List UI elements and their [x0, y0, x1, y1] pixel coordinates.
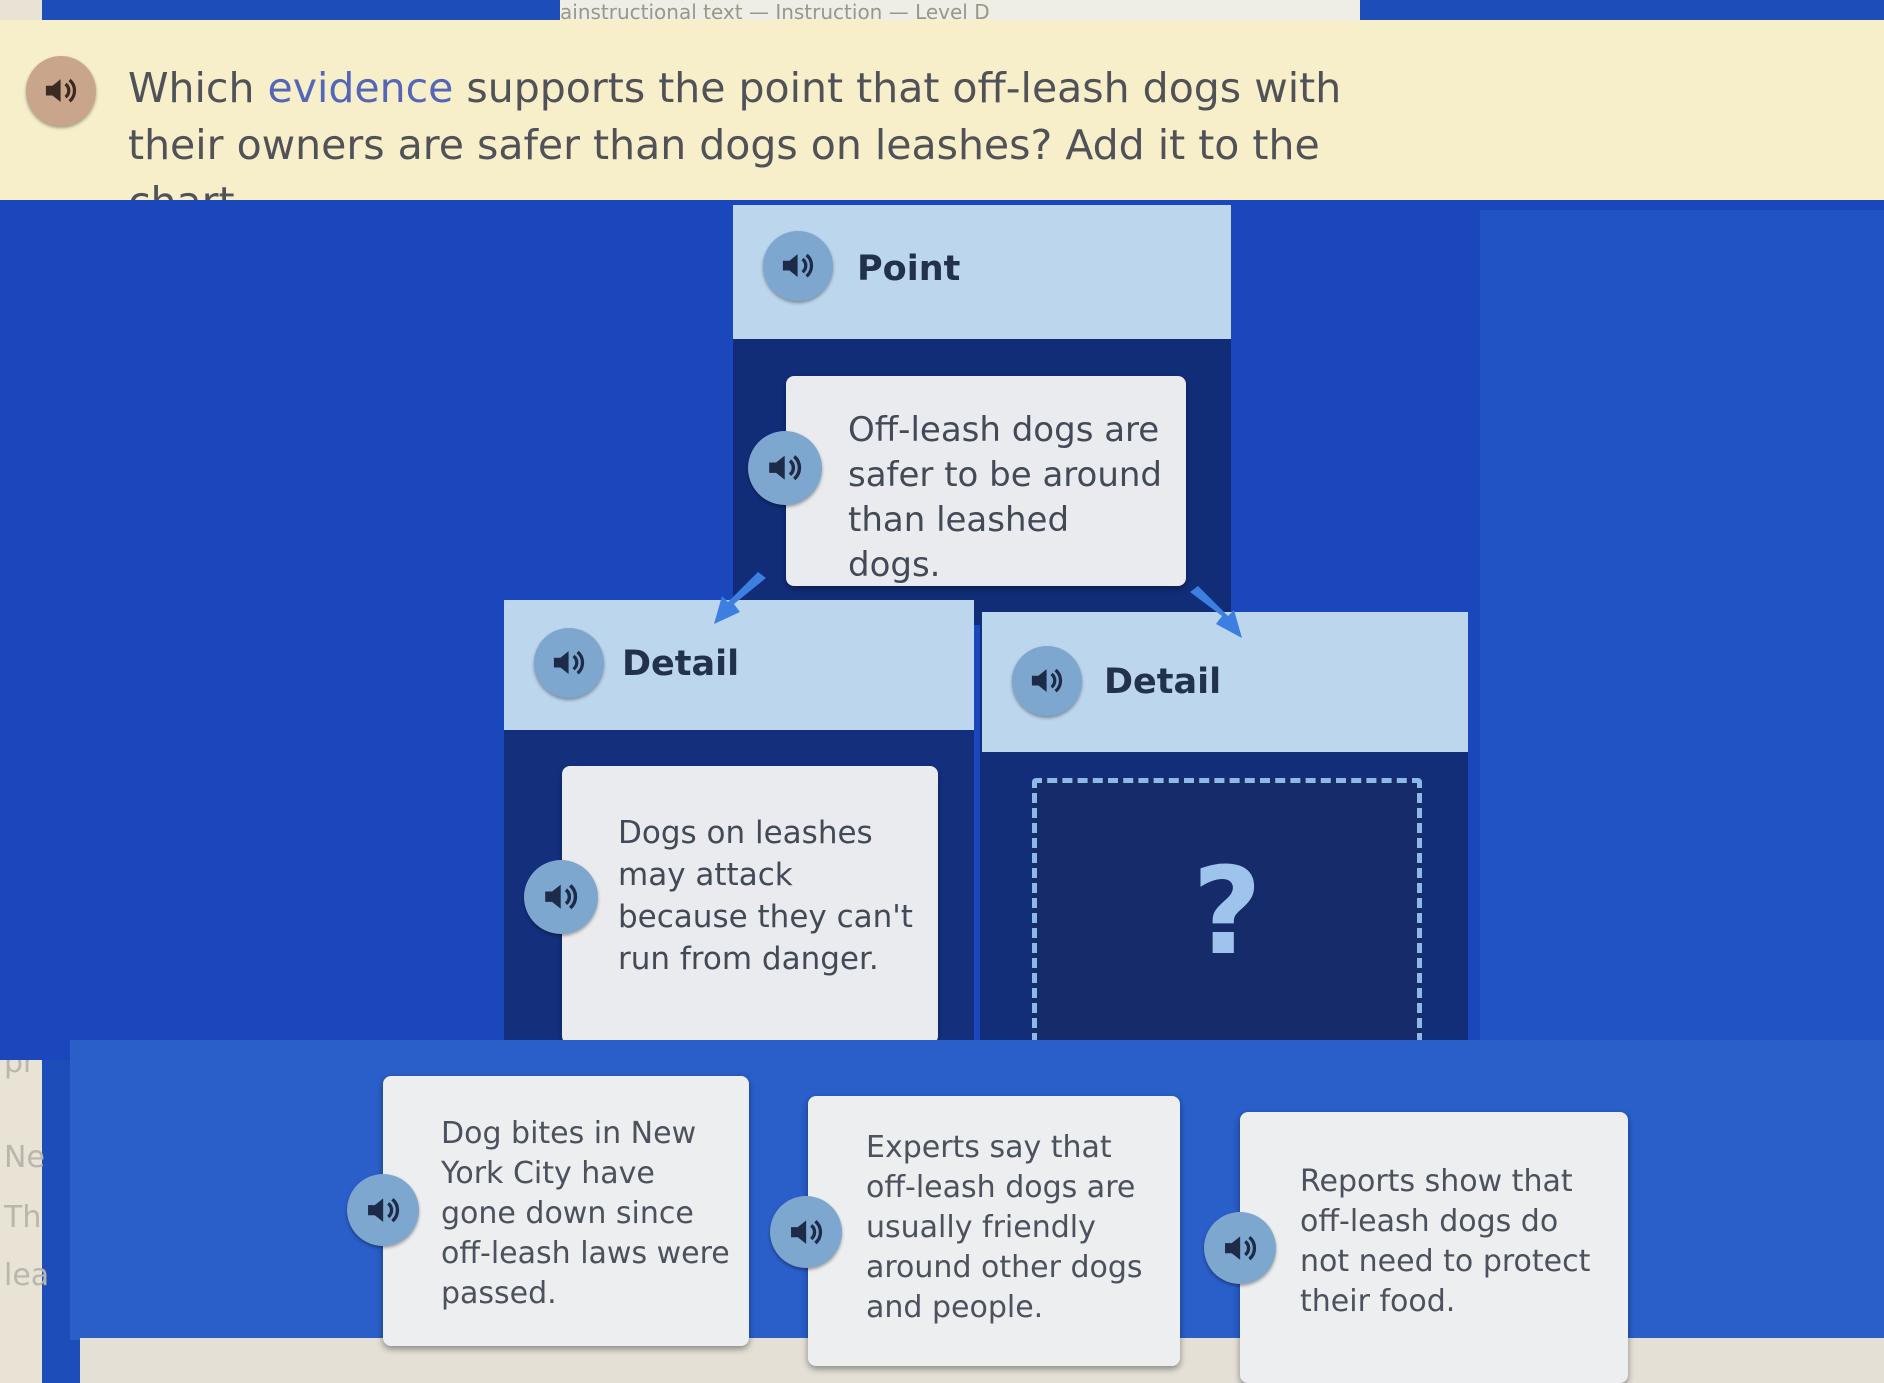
- question-mark-icon: ?: [1192, 843, 1262, 982]
- point-header: Point: [733, 205, 1231, 339]
- evidence-card[interactable]: Experts say that off-leash dogs are usua…: [770, 1096, 1180, 1366]
- arrow-down-left-icon: [714, 572, 766, 624]
- evidence-card[interactable]: Reports show that off-leash dogs do not …: [1204, 1112, 1628, 1383]
- speaker-icon[interactable]: [524, 860, 598, 934]
- detail-header-label: Detail: [622, 644, 740, 684]
- point-text: Off-leash dogs are safer to be around th…: [848, 410, 1163, 585]
- detail-header-label: Detail: [1104, 662, 1222, 702]
- evidence-drop-target[interactable]: ?: [1032, 778, 1422, 1058]
- detail-text-box-left: Dogs on leashes may attack because they …: [524, 766, 938, 1044]
- evidence-highlight[interactable]: evidence: [267, 64, 454, 112]
- strip-fragment: lea: [4, 1258, 50, 1293]
- evidence-card-text: Experts say that off-leash dogs are usua…: [866, 1130, 1143, 1325]
- point-header-label: Point: [857, 249, 961, 289]
- evidence-card[interactable]: Dog bites in New York City have gone dow…: [347, 1076, 749, 1346]
- speaker-icon[interactable]: [26, 56, 96, 126]
- strip-fragment: Th: [4, 1200, 42, 1235]
- speaker-icon[interactable]: [534, 628, 604, 698]
- detail-header-left: Detail: [504, 600, 974, 730]
- evidence-card-text: Dog bites in New York City have gone dow…: [441, 1116, 730, 1311]
- point-text-box: Off-leash dogs are safer to be around th…: [748, 376, 1186, 586]
- speaker-icon[interactable]: [748, 431, 822, 505]
- prompt-bar: Which evidence supports the point that o…: [0, 20, 1884, 226]
- strip-fragment: Ne: [4, 1140, 45, 1175]
- speaker-icon[interactable]: [347, 1174, 419, 1246]
- speaker-icon[interactable]: [1204, 1212, 1276, 1284]
- speaker-icon[interactable]: [1012, 646, 1082, 716]
- detail-text: Dogs on leashes may attack because they …: [618, 815, 913, 977]
- evidence-card-text: Reports show that off-leash dogs do not …: [1300, 1164, 1591, 1319]
- speaker-icon[interactable]: [770, 1196, 842, 1268]
- top-cutoff-text: ainstructional text — Instruction — Leve…: [560, 0, 1360, 20]
- detail-header-right: Detail: [982, 612, 1468, 752]
- panel-edge: [1480, 210, 1884, 1110]
- arrow-down-right-icon: [1190, 586, 1242, 638]
- speaker-icon[interactable]: [763, 231, 833, 301]
